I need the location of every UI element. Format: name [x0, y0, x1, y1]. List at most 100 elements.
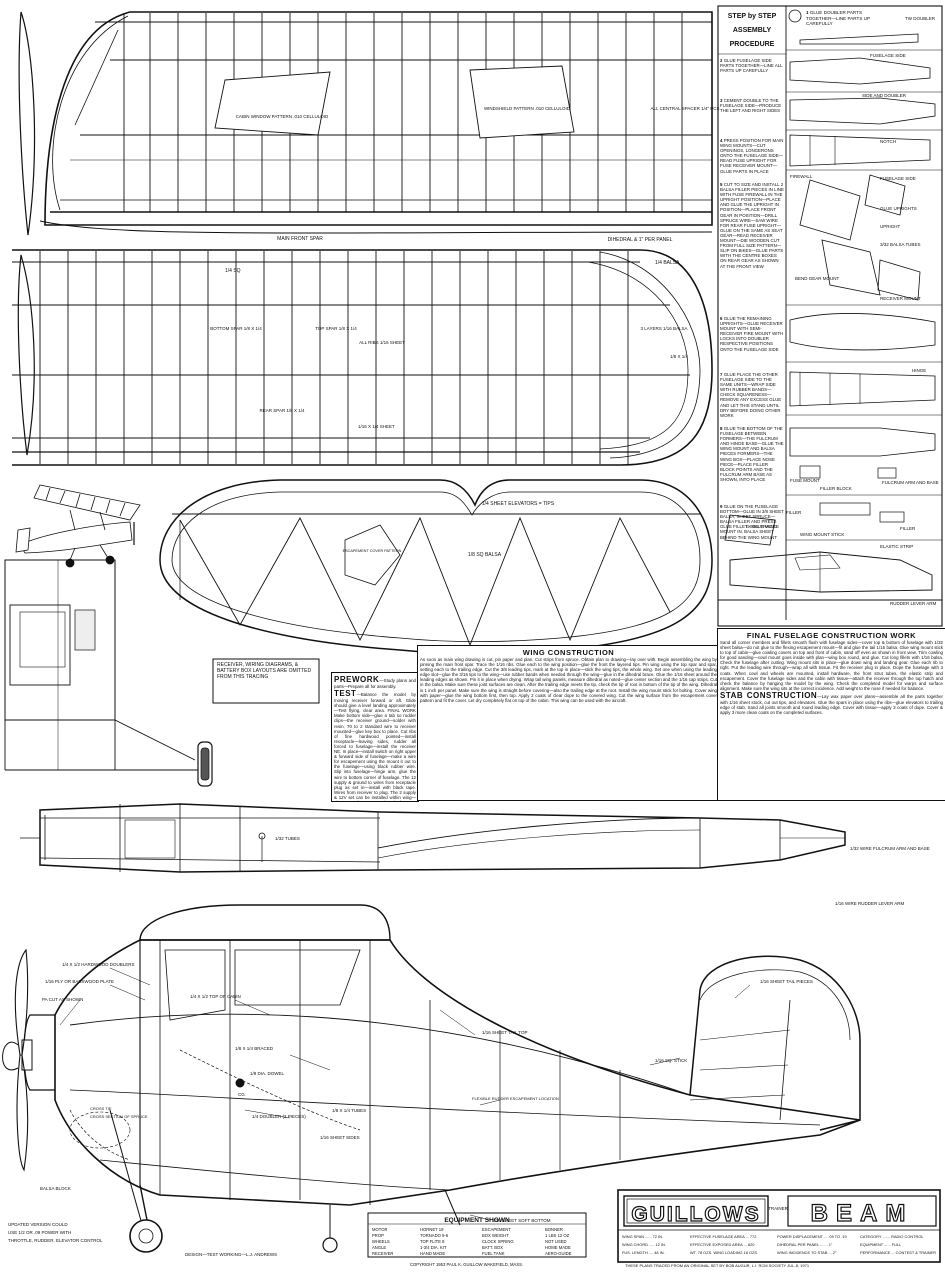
equip-r4-c3: AERO-GUIDE: [545, 1251, 572, 1256]
copyright: COPYRIGHT 1953 PAUL K. GUILLOW WAKEFIELD…: [410, 1262, 523, 1267]
sq-label: 1/4 SQ: [225, 268, 241, 274]
equip-r1-c1: TORNADO 9-6: [420, 1233, 449, 1238]
prework-heading-tail: —Study plans and parts—Prepare all for a…: [334, 678, 416, 689]
equip-r3-c2: BATT. BOX: [482, 1245, 503, 1250]
step-2-body: GLUE FUSELAGE SIDE PARTS TOGETHER—LINE A…: [720, 58, 783, 74]
cowl-tracks-callout: COWL TRACKS: [746, 524, 779, 529]
equip-r3-c1: 1-3/4 DIA. KIT: [420, 1245, 447, 1250]
escapement-cover-label: ESCAPEMENT COVER PATTERN: [343, 549, 402, 553]
assembly-procedure-panel: [717, 5, 943, 627]
pine-plate-label: 1/16 PLY OR BASSWOOD PLATE: [45, 979, 114, 984]
trainer-label: TRAINER: [768, 1206, 789, 1211]
step-4-text: 4 PRESS POSITION FOR MAIN WING MOUNTS—CU…: [720, 138, 784, 182]
final-fuselage-body: Sand all corner members and fillets smoo…: [720, 640, 943, 691]
pa-cut-label: PA CUT AS SHOWN: [42, 997, 83, 1002]
spec-1: WING CHORD ..... 12 IN.: [622, 1242, 666, 1247]
servo-tubes-label: 1/32 TUBES: [275, 836, 300, 841]
equip-r4-c1: HAND MADE: [420, 1251, 445, 1256]
model-name: BEAM: [811, 1200, 914, 1227]
equip-r4-c0: RECEIVER: [372, 1251, 393, 1256]
main-front-spar-label: MAIN FRONT SPAR: [277, 236, 323, 242]
filler-callout-2: FILLER: [900, 526, 916, 531]
elastic-strip-callout: ELASTIC STRIP: [880, 544, 913, 549]
doubler2-label: 1/4 DOUBLER (2 PIECES): [252, 1114, 306, 1119]
note-line-2: USE 1/2 OR .09 POWER WITH: [8, 1230, 71, 1235]
note-line-3: THROTTLE, RUDDER, ELEVATOR CONTROL: [8, 1238, 103, 1243]
equip-r1-c0: PROP: [372, 1233, 384, 1238]
prework-heading: PREWORK: [334, 675, 380, 684]
spec-0: WING SPAN ...... 72 IN.: [622, 1234, 663, 1239]
step-8-body: GLUE THE BOTTOM OF THE FUSELAGE BETWEEN …: [720, 426, 784, 482]
wing-top-plan: [18, 11, 713, 236]
x4-label: 1/8 X 1/4: [670, 354, 689, 359]
final-fuselage-box: FINAL FUSELAGE CONSTRUCTION WORK Sand al…: [717, 628, 945, 801]
title-block: [617, 1189, 941, 1263]
spec-10: EQUIPMENT ...... FULL: [860, 1242, 902, 1247]
fuselage-side-callout: FUSELAGE SIDE: [870, 53, 906, 58]
equip-r0-c2: ESCAPEMENT: [482, 1227, 511, 1232]
balsa-label: 1/4 BALSA: [655, 260, 680, 266]
step-3-text: 3 CEMENT DOUBLE TO THE FUSELAGE SIDE—PRO…: [720, 98, 784, 138]
equip-r2-c3: NOT USED: [545, 1239, 567, 1244]
stabilizer-plan: [159, 479, 713, 655]
step-7-text: 7 GLUE PLACE THE OTHER FUSELAGE SIDE TO …: [720, 372, 784, 426]
step-5-text: 5 CUT TO SIZE AND INSTALL 2 BALSA FILLER…: [720, 182, 784, 316]
braced-label: 1/8 X 1/4 BRACED: [235, 1046, 274, 1051]
sheet-tail-label: 1/16 SHEET TAIL PIECES: [760, 979, 813, 984]
receiver-note: RECEIVER, WIRING DIAGRAMS, & BATTERY BOX…: [217, 662, 312, 680]
assembly-title-1: STEP by STEP: [728, 13, 777, 20]
front-view-fuselage: [4, 559, 213, 787]
cross-tie-label: CROSS TIE: [90, 1106, 112, 1111]
stab-construction-heading: STAB CONSTRUCTION: [720, 690, 818, 700]
equipment-table: [367, 1212, 587, 1258]
notch-callout: NOTCH: [880, 139, 896, 144]
stick-label: 1/16 SQ. STICK: [655, 1058, 687, 1063]
plan-note: THESE PLANS TRACED FROM AN ORIGINAL SET …: [625, 1263, 810, 1268]
sq-balsa-label: 1/8 SQ BALSA: [468, 552, 502, 558]
step-7-body: GLUE PLACE THE OTHER FUSELAGE SIDE TO TH…: [720, 372, 782, 418]
tw-doubler-callout: TW DOUBLER: [905, 16, 936, 21]
rudder-lever-label: 1/16 WIRE RUDDER LEVER ARM: [835, 901, 905, 906]
spec-2: FUS. LENGTH .... 48 IN.: [622, 1250, 665, 1255]
rear-spar-label: REAR SPAR 1/8 X 1/4: [260, 408, 305, 413]
glue-uprights-callout: GLUE UPRIGHTS: [880, 206, 917, 211]
step-5-body: CUT TO SIZE AND INSTALL 2 BALSA FILLER P…: [720, 182, 784, 269]
step-1-body: GLUE DOUBLER PARTS TOGETHER—LINE PARTS U…: [806, 10, 870, 27]
equip-r2-c0: WHEELS: [372, 1239, 390, 1244]
step-9-body: GLUE ON THE FUSELAGE BOTTOM—GLUE IN 3/8 …: [720, 504, 784, 540]
wing-construction-body: As soon as main wing drawing is cut, pin…: [420, 657, 717, 703]
sheet-bottom-label: 1/16 SHEET SOFT BOTTOM: [492, 1218, 551, 1223]
balsa-tubes-callout: 3/32 BALSA TUBES: [880, 242, 920, 247]
spacer-label: ALL CENTRAL SPACER 1/4" PCS: [651, 106, 720, 111]
filler-callout: FILLER: [786, 510, 802, 515]
receiver-mount-callout: RECEIVER MOUNT: [880, 296, 921, 301]
assembly-steps-column: 2 GLUE FUSELAGE SIDE PARTS TOGETHER—LINE…: [720, 58, 784, 596]
equip-r4-c2: FUEL TANK: [482, 1251, 505, 1256]
filler-block-callout: FILLER BLOCK: [820, 486, 852, 491]
brand-name: GUILLOWS: [631, 1203, 760, 1226]
equip-r2-c2: CLOCK SPRING: [482, 1239, 514, 1244]
spec-list: WING SPAN ...... 72 IN. WING CHORD .....…: [622, 1234, 936, 1255]
elevators-label: 1/4 SHEET ELEVATORS = TIPS: [482, 501, 555, 507]
spec-3: EFFECTIVE FUSELAGE AREA ... 772: [690, 1234, 756, 1239]
windshield-pattern-label: WINDSHIELD PATTERN .010 CELLULOID: [484, 106, 571, 111]
step-9-text: 9 GLUE ON THE FUSELAGE BOTTOM—GLUE IN 3/…: [720, 504, 784, 554]
spec-11: PERFORMANCE ... CONTEST & TRAINER: [860, 1250, 936, 1255]
spec-7: DIHEDRAL PER PANEL ....... 1": [777, 1242, 833, 1247]
equip-r1-c2: BOX WEIGHT: [482, 1233, 509, 1238]
equip-r1-c3: 1 LBS 12 OZ: [545, 1233, 570, 1238]
wing-bottom-plan: [12, 249, 713, 466]
stab-construction-body: —Lay wax paper over plans—assemble all t…: [720, 693, 943, 716]
receiver-note-box: [212, 658, 320, 704]
step-8-text: 8 GLUE THE BOTTOM OF THE FUSELAGE BETWEE…: [720, 426, 784, 504]
assembly-title-2: ASSEMBLY: [733, 27, 772, 34]
escapement-location-label: FLEXIBLE RUDDER ESCAPEMENT LOCATION: [472, 1096, 559, 1101]
equip-r0-c3: BONNER: [545, 1227, 563, 1232]
prework-body: —Balance the model by moving receiver fo…: [334, 692, 416, 801]
step-1-num: 1: [806, 10, 809, 15]
note-line-1: UPDATED VERSION COULD: [8, 1222, 68, 1227]
fuse-mount-callout: FUSE MOUNT: [790, 478, 820, 483]
top-of-cabin-label: 1/4 X 1/2 TOP OF CABIN: [190, 994, 241, 999]
sheet-label: 1/16 X 1/4 SHEET: [358, 424, 395, 429]
equip-r3-c3: HOME MADE: [545, 1245, 571, 1250]
